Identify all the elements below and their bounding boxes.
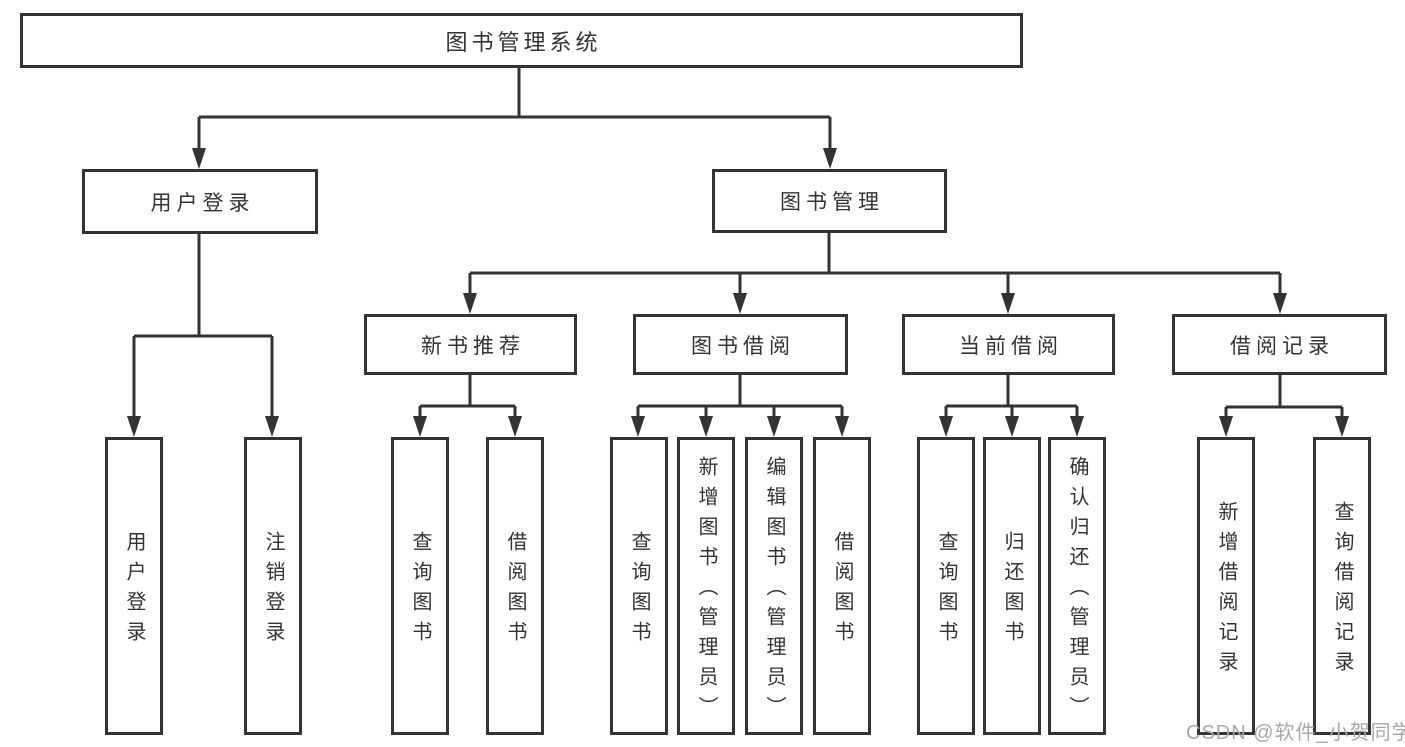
leaf-label: 查询借阅记录 <box>1331 501 1353 681</box>
leaf-borrow-books-2: 借阅图书 <box>813 437 871 735</box>
leaf-query-books-2: 查询图书 <box>610 437 668 735</box>
leaf-label: 查询图书 <box>935 531 957 651</box>
leaf-query-borrow-record: 查询借阅记录 <box>1313 437 1371 735</box>
node-new-book-recommend: 新书推荐 <box>364 314 577 375</box>
node-book-borrowing: 图书借阅 <box>633 314 848 375</box>
node-borrowing-records: 借阅记录 <box>1172 314 1387 375</box>
node-library-management-system: 图书管理系统 <box>20 13 1023 68</box>
leaf-label: 归还图书 <box>1001 531 1023 651</box>
leaf-label: 注销登录 <box>262 531 284 651</box>
leaf-add-books-admin: 新增图书（管理员） <box>677 437 735 735</box>
leaf-label: 编辑图书（管理员） <box>763 456 785 726</box>
leaf-label: 用户登录 <box>123 531 145 651</box>
leaf-label: 借阅图书 <box>504 531 526 651</box>
leaf-return-books: 归还图书 <box>983 437 1041 735</box>
leaf-query-books-3: 查询图书 <box>917 437 975 735</box>
leaf-add-borrow-record: 新增借阅记录 <box>1197 437 1255 735</box>
leaf-label: 确认归还（管理员） <box>1066 456 1088 726</box>
leaf-query-books-1: 查询图书 <box>391 437 449 735</box>
node-current-borrowing: 当前借阅 <box>902 314 1115 375</box>
leaf-label: 新增借阅记录 <box>1215 501 1237 681</box>
node-book-management: 图书管理 <box>712 169 947 233</box>
leaf-borrow-books-1: 借阅图书 <box>486 437 544 735</box>
leaf-edit-books-admin: 编辑图书（管理员） <box>745 437 803 735</box>
leaf-user-login: 用户登录 <box>105 437 163 735</box>
leaf-logout: 注销登录 <box>244 437 302 735</box>
leaf-label: 借阅图书 <box>831 531 853 651</box>
leaf-label: 查询图书 <box>409 531 431 651</box>
node-user-login: 用户登录 <box>82 169 318 234</box>
csdn-watermark: CSDN @软件_小贺同学 <box>1186 722 1405 744</box>
leaf-label: 新增图书（管理员） <box>695 456 717 726</box>
leaf-label: 查询图书 <box>628 531 650 651</box>
leaf-confirm-return-admin: 确认归还（管理员） <box>1048 437 1106 735</box>
